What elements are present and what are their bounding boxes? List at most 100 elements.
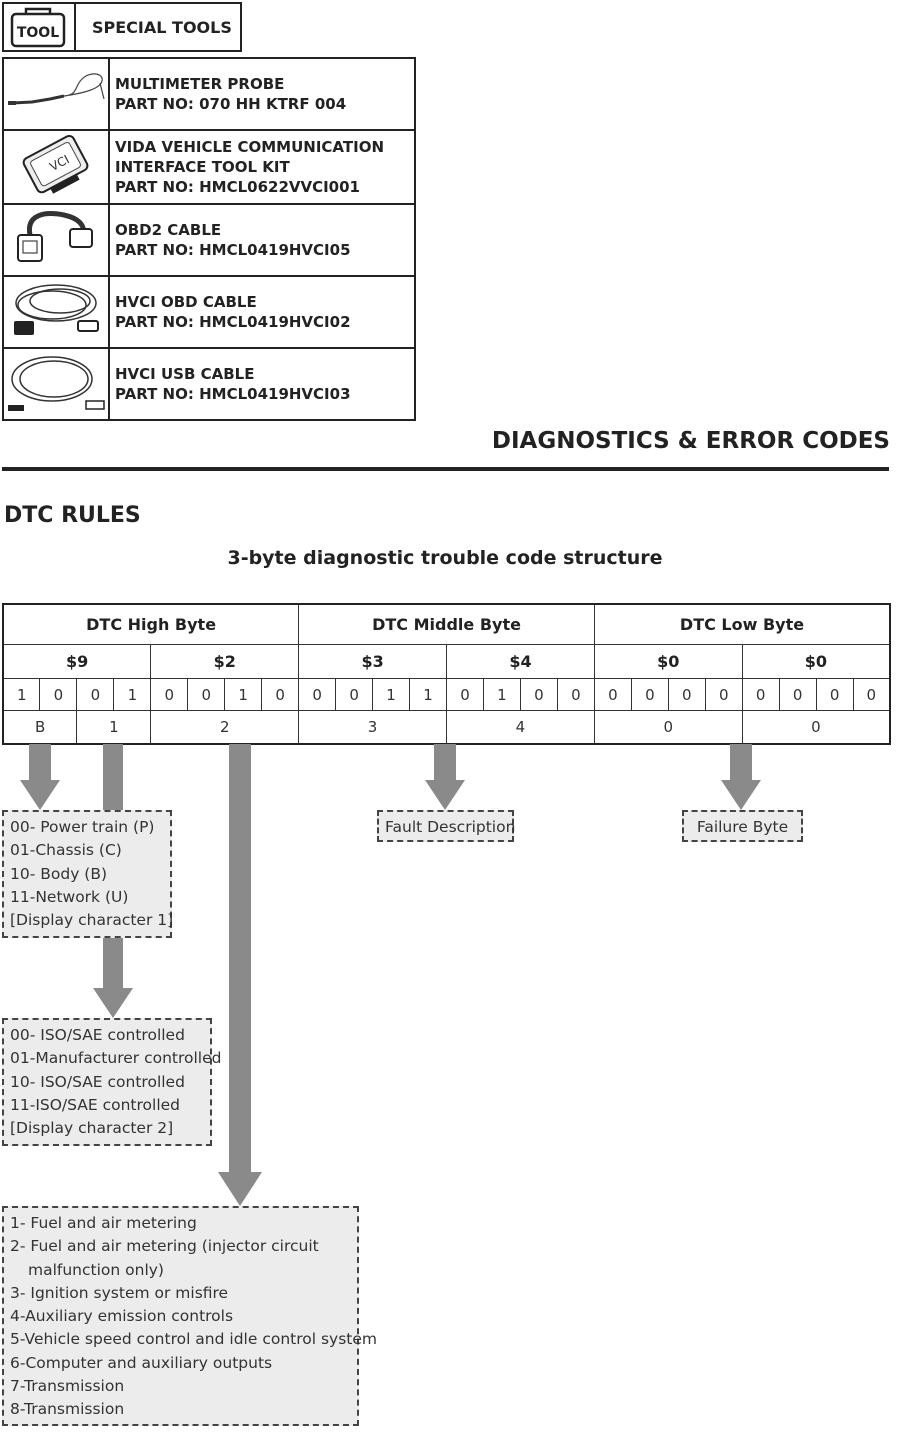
hex-nibble: $3: [298, 644, 447, 679]
box-line: Failure Byte: [696, 818, 789, 836]
vci-device-icon: VCI: [2, 129, 110, 205]
tool-row: MULTIMETER PROBE PART NO: 070 HH KTRF 00…: [2, 57, 416, 131]
section-title: DIAGNOSTICS & ERROR CODES: [491, 428, 890, 454]
tool-name: MULTIMETER PROBE: [115, 75, 285, 93]
obd2-cable-icon: [2, 203, 110, 277]
box-line: 11-Network (U): [10, 887, 129, 906]
box-line: 1- Fuel and air metering: [10, 1214, 197, 1232]
box-line: 01-Chassis (C): [10, 841, 122, 860]
box-line: 00- Power train (P): [10, 818, 155, 836]
multimeter-probe-icon: [2, 57, 110, 131]
box-line: Fault Description: [385, 818, 516, 836]
bit-cell: 0: [519, 678, 558, 711]
arrow-down-icon: [20, 744, 60, 810]
bit-cell: 0: [741, 678, 780, 711]
hex-nibble: $9: [2, 644, 152, 679]
tool-name-line2: INTERFACE TOOL KIT: [115, 158, 290, 176]
tool-part-number: PART NO: 070 HH KTRF 004: [115, 95, 347, 113]
tool-name: OBD2 CABLE: [115, 221, 222, 239]
display-character: 1: [76, 710, 152, 745]
section-divider: [2, 467, 889, 471]
tool-name: VIDA VEHICLE COMMUNICATION: [115, 138, 384, 156]
bit-cell: 0: [39, 678, 78, 711]
byte-header: DTC High Byte: [2, 603, 300, 645]
hex-nibble: $0: [741, 644, 891, 679]
bit-cell: 1: [372, 678, 411, 711]
bit-cell: 1: [113, 678, 152, 711]
box-line: 3- Ignition system or misfire: [10, 1283, 229, 1302]
display-character: 0: [593, 710, 743, 745]
box-line: 01-Manufacturer controlled: [10, 1049, 222, 1068]
bit-cell: 0: [298, 678, 337, 711]
bit-cell: 0: [335, 678, 374, 711]
tool-row: VCI VIDA VEHICLE COMMUNICATION INTERFACE…: [2, 129, 416, 205]
bit-cell: 0: [187, 678, 226, 711]
hvci-obd-cable-icon: [2, 275, 110, 349]
bit-cell: 0: [815, 678, 854, 711]
tool-name: HVCI OBD CABLE: [115, 293, 257, 311]
fault-description-box: Fault Description: [377, 810, 516, 842]
bit-cell: 0: [150, 678, 189, 711]
display-character-3-box: 1- Fuel and air metering 2- Fuel and air…: [2, 1206, 378, 1426]
special-tools-table: MULTIMETER PROBE PART NO: 070 HH KTRF 00…: [2, 57, 416, 421]
dtc-structure-subtitle: 3-byte diagnostic trouble code structure: [227, 547, 663, 569]
display-character: B: [2, 710, 78, 745]
tool-row: HVCI OBD CABLE PART NO: HMCL0419HVCI02: [2, 275, 416, 349]
toolbox-icon: TOOL: [4, 4, 76, 50]
tool-icon-label: TOOL: [17, 25, 59, 41]
dtc-rules-heading: DTC RULES: [4, 503, 141, 528]
box-line: 00- ISO/SAE controlled: [10, 1026, 185, 1044]
dtc-structure-table: DTC High Byte DTC Middle Byte DTC Low By…: [2, 603, 892, 745]
arrow-down-icon: [93, 938, 133, 1018]
box-line: 4-Auxiliary emission controls: [10, 1307, 234, 1326]
bit-cell: 0: [852, 678, 891, 711]
hex-nibble: $2: [150, 644, 300, 679]
bit-cell: 0: [630, 678, 669, 711]
bit-cell: 0: [445, 678, 484, 711]
tool-row: HVCI USB CABLE PART NO: HMCL0419HVCI03: [2, 347, 416, 421]
box-line: 7-Transmission: [10, 1377, 125, 1396]
special-tools-header: TOOL SPECIAL TOOLS: [2, 2, 242, 52]
bit-cell: 0: [704, 678, 743, 711]
tool-row: OBD2 CABLE PART NO: HMCL0419HVCI05: [2, 203, 416, 277]
bit-cell: 1: [482, 678, 521, 711]
hex-row: $9 $2 $3 $4 $0 $0: [2, 644, 891, 679]
tool-name: HVCI USB CABLE: [115, 365, 255, 383]
tool-part-number: PART NO: HMCL0419HVCI03: [115, 385, 351, 403]
special-tools-title: SPECIAL TOOLS: [92, 18, 232, 37]
tool-part-number: PART NO: HMCL0419HVCI02: [115, 313, 351, 331]
box-line: 11-ISO/SAE controlled: [10, 1095, 181, 1114]
bit-cell: 1: [2, 678, 41, 711]
box-line: [Display character 2]: [10, 1119, 174, 1138]
bit-cell: 0: [593, 678, 632, 711]
bit-cell: 0: [778, 678, 817, 711]
display-character: 2: [150, 710, 300, 745]
box-line: 8-Transmission: [10, 1400, 125, 1419]
arrow-down-icon: [218, 744, 262, 1206]
tool-part-number: PART NO: HMCL0419HVCI05: [115, 241, 351, 259]
box-line: 6-Computer and auxiliary outputs: [10, 1353, 273, 1372]
display-character: 0: [741, 710, 891, 745]
display-character-1-box: 00- Power train (P) 01-Chassis (C) 10- B…: [2, 810, 174, 938]
bit-cell: 1: [224, 678, 263, 711]
display-character: 4: [445, 710, 595, 745]
hex-nibble: $0: [593, 644, 743, 679]
arrow-down-icon: [425, 744, 465, 810]
hex-nibble: $4: [445, 644, 595, 679]
bit-cell: 1: [409, 678, 447, 711]
bit-cell: 0: [76, 678, 115, 711]
display-character: 3: [298, 710, 447, 745]
box-line: 5-Vehicle speed control and idle control…: [10, 1330, 378, 1349]
bits-row: 1 0 0 1 0 0 1 0 0 0 1 1 0 1 0 0 0 0 0 0 …: [2, 678, 891, 711]
display-character-row: B 1 2 3 4 0 0: [2, 710, 891, 745]
box-line: 2- Fuel and air metering (injector circu…: [10, 1237, 319, 1256]
arrow-down-icon: [94, 744, 132, 810]
failure-byte-box: Failure Byte: [682, 810, 803, 842]
byte-header: DTC Low Byte: [593, 603, 891, 645]
bit-cell: 0: [556, 678, 595, 711]
box-line: 10- ISO/SAE controlled: [10, 1072, 185, 1091]
box-line: [Display character 1]: [10, 911, 174, 930]
bit-cell: 0: [261, 678, 300, 711]
box-line: 10- Body (B): [10, 864, 108, 883]
byte-header-row: DTC High Byte DTC Middle Byte DTC Low By…: [2, 603, 891, 645]
